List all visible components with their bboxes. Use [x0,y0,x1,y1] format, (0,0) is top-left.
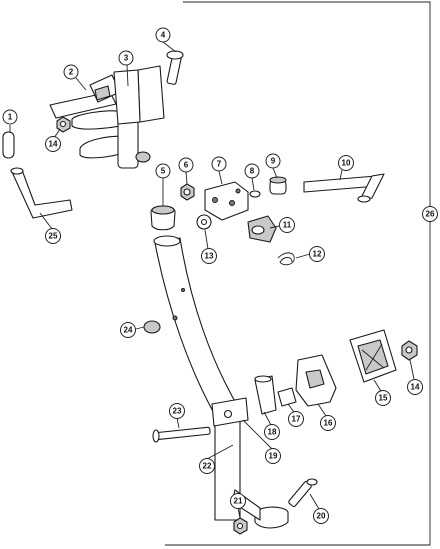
part-plug [143,320,161,334]
callout-19-label: 19 [269,452,278,461]
callout-21-label: 21 [234,497,243,506]
callout-24-label: 24 [124,326,133,335]
callout-13: 13 [201,248,217,264]
callout-12: 12 [309,246,325,262]
callout-5-label: 5 [161,167,166,176]
callout-3: 3 [118,50,134,66]
callout-10-label: 10 [342,159,351,168]
callout-7-label: 7 [217,160,222,169]
callout-16-label: 16 [324,419,333,428]
callout-20-label: 20 [317,512,326,521]
callout-bubbles: 1 2 3 4 5 6 7 8 9 10 11 12 13 14 14 15 1… [2,27,438,524]
part-wedge [247,215,277,243]
callout-7: 7 [211,156,227,172]
callout-26: 26 [422,206,438,222]
callout-5: 5 [155,163,171,179]
part-nut-bottom [233,517,248,535]
callout-24: 24 [120,322,136,338]
callout-22: 22 [199,458,215,474]
callout-16: 16 [320,415,336,431]
callout-14-left: 14 [45,136,61,152]
part-bushing [269,176,287,195]
callout-26-label: 26 [426,210,435,219]
callout-19: 19 [265,448,281,464]
part-nut-left [56,116,71,133]
callout-2-label: 2 [69,68,74,77]
part-tube-clamp [211,397,249,427]
leader-lines [9,41,415,519]
callout-18: 18 [264,424,280,440]
part-spring-clip [277,252,295,266]
part-long-bolt [152,426,211,443]
part-block [277,387,297,407]
part-mount-plate [204,181,249,221]
callout-10: 10 [338,155,354,171]
assembly-bracket [165,1,431,546]
callout-14-right: 14 [407,379,423,395]
callout-12-label: 12 [313,250,322,259]
part-grip-plate [349,329,397,383]
part-cap [150,205,176,231]
part-side-bracket [254,375,277,415]
callout-9-label: 9 [271,157,276,166]
callout-23: 23 [169,403,185,419]
part-washer [196,214,212,230]
callout-22-label: 22 [203,462,212,471]
callout-6-label: 6 [184,161,189,170]
callout-3-label: 3 [124,54,129,63]
callout-21: 21 [230,493,246,509]
callout-20: 20 [313,508,329,524]
callout-17: 17 [288,411,304,427]
part-hex-nut [180,183,195,201]
callout-1: 1 [2,109,18,125]
callout-15-label: 15 [379,394,388,403]
callout-14-left-label: 14 [49,140,58,149]
callout-25-label: 25 [49,232,58,241]
callout-9: 9 [265,153,281,169]
part-upper-clamp [49,50,184,169]
callout-13-label: 13 [205,252,214,261]
part-bolt [288,478,318,508]
part-nut-right [401,340,418,361]
callout-23-label: 23 [173,407,182,416]
callout-17-label: 17 [292,415,301,424]
callout-1-label: 1 [8,113,13,122]
callout-8: 8 [244,163,260,179]
part-foot-pad [295,354,337,407]
part-small-washer [249,190,261,198]
callout-14-right-label: 14 [411,383,420,392]
callout-8-label: 8 [250,167,255,176]
part-pin [2,131,15,159]
callout-11-label: 11 [283,221,292,230]
callout-18-label: 18 [268,428,277,437]
callout-6: 6 [178,157,194,173]
callout-4: 4 [155,27,171,43]
callout-11: 11 [279,217,295,233]
callout-4-label: 4 [161,31,166,40]
callout-15: 15 [375,390,391,406]
callout-25: 25 [45,228,61,244]
callout-2: 2 [63,64,79,80]
part-bent-rod [303,173,385,203]
part-l-lever [10,167,73,219]
